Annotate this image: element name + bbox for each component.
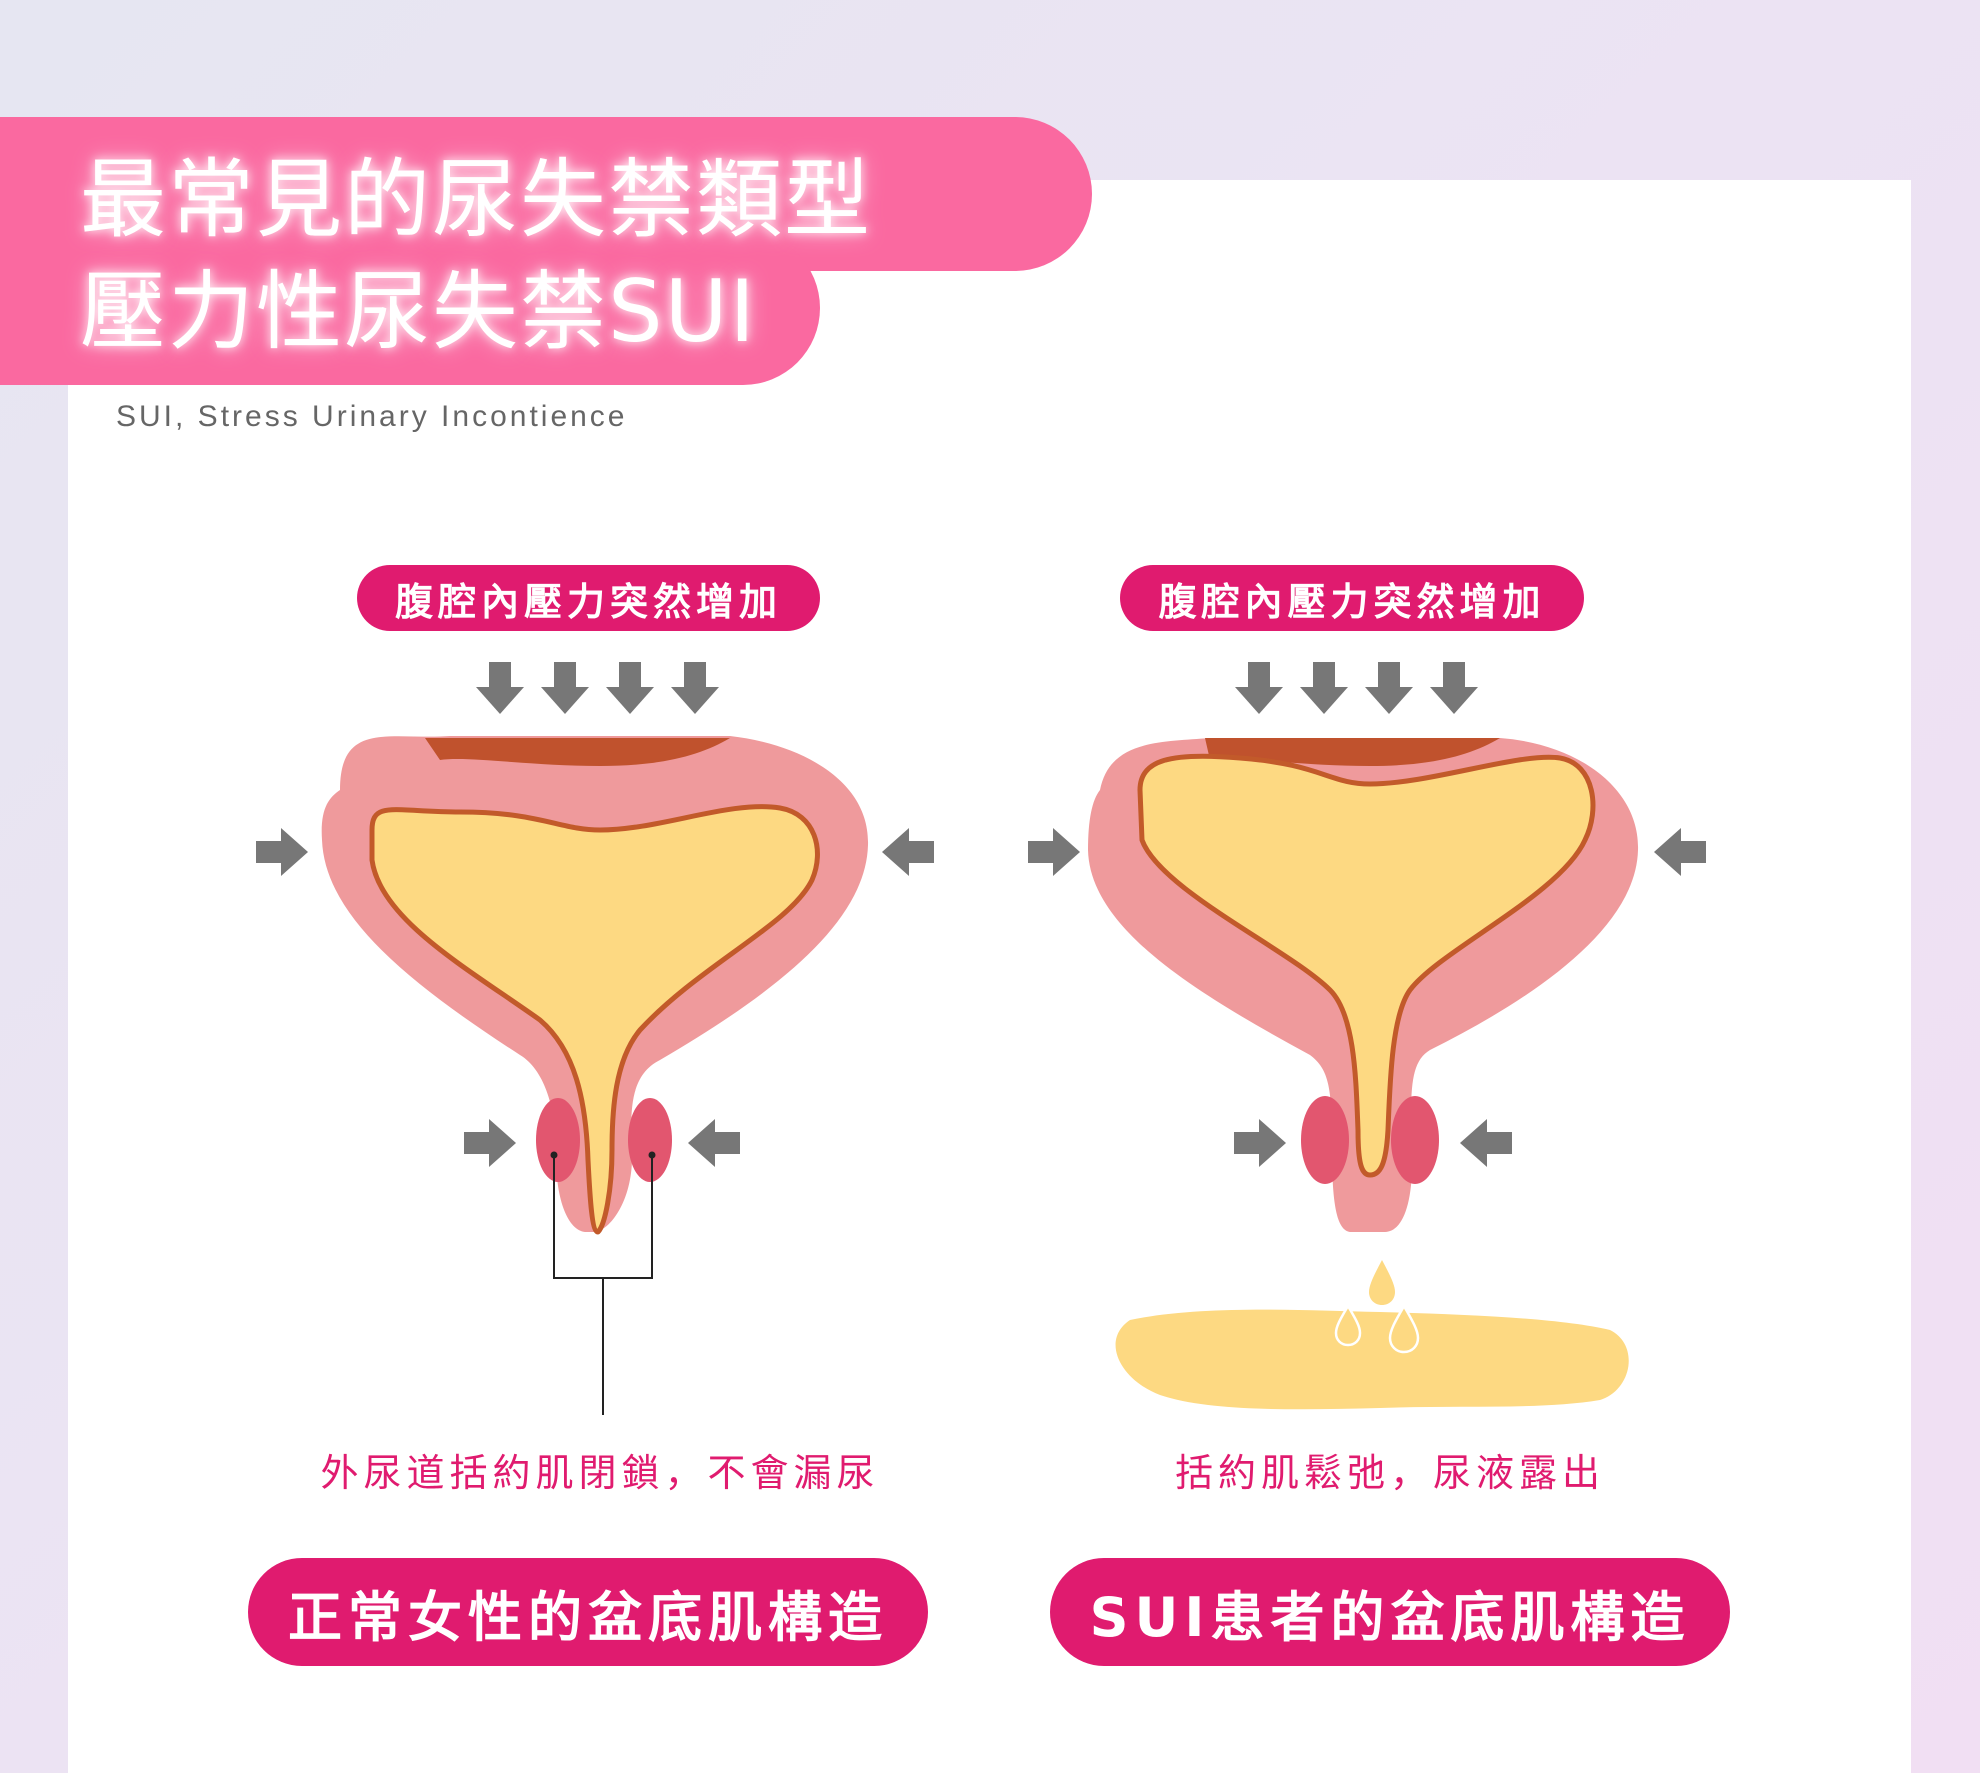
normal-sphincter-left bbox=[536, 1098, 580, 1182]
arrow-down-icon bbox=[476, 662, 524, 714]
arrow-down-icon bbox=[1365, 662, 1413, 714]
normal-bladder-cavity bbox=[369, 804, 820, 1235]
normal-caption: 外尿道括約肌閉鎖，不會漏尿 bbox=[320, 1451, 880, 1495]
arrow-down-icon bbox=[1430, 662, 1478, 714]
arrow-down-icon bbox=[671, 662, 719, 714]
sui-sphincter-right bbox=[1391, 1096, 1439, 1184]
urine-puddle bbox=[1115, 1309, 1629, 1410]
sui-bladder-cavity bbox=[1137, 753, 1596, 1178]
sui-caption: 括約肌鬆弛，尿液露出 bbox=[1174, 1451, 1605, 1495]
sui-sphincter-left bbox=[1301, 1096, 1349, 1184]
normal-structure-label: 正常女性的盆底肌構造 bbox=[248, 1558, 928, 1666]
arrow-left-icon bbox=[688, 1119, 740, 1167]
page-title-line2: 壓力性尿失禁SUI bbox=[80, 262, 757, 362]
sui-bladder bbox=[1088, 738, 1639, 1410]
arrow-down-icon bbox=[1300, 662, 1348, 714]
droplet-icon bbox=[1388, 1303, 1420, 1354]
arrow-right-icon bbox=[464, 1119, 516, 1167]
sui-structure-label: SUI患者的盆底肌構造 bbox=[1050, 1558, 1730, 1666]
arrow-right-icon bbox=[1234, 1119, 1286, 1167]
normal-sphincter-right bbox=[628, 1098, 672, 1182]
droplet-icon bbox=[1334, 1303, 1362, 1347]
arrow-down-icon bbox=[606, 662, 654, 714]
arrow-right-icon bbox=[1028, 828, 1080, 876]
droplet-icon bbox=[1369, 1260, 1395, 1305]
normal-bladder bbox=[321, 736, 869, 1415]
page-title-line1: 最常見的尿失禁類型 bbox=[80, 150, 872, 250]
arrow-left-icon bbox=[882, 828, 934, 876]
page-subtitle: SUI, Stress Urinary Incontience bbox=[116, 400, 628, 433]
title-bar-bottom bbox=[0, 231, 820, 385]
content-panel bbox=[68, 180, 1911, 1773]
arrow-left-icon bbox=[1654, 828, 1706, 876]
normal-bladder-top-band bbox=[425, 738, 730, 766]
arrow-right-icon bbox=[256, 828, 308, 876]
arrow-down-icon bbox=[541, 662, 589, 714]
arrow-down-icon bbox=[1235, 662, 1283, 714]
sui-bladder-top-band bbox=[1205, 738, 1500, 766]
sui-pressure-label: 腹腔內壓力突然增加 bbox=[1120, 565, 1584, 631]
arrow-left-icon bbox=[1460, 1119, 1512, 1167]
normal-pressure-label: 腹腔內壓力突然增加 bbox=[357, 565, 820, 631]
